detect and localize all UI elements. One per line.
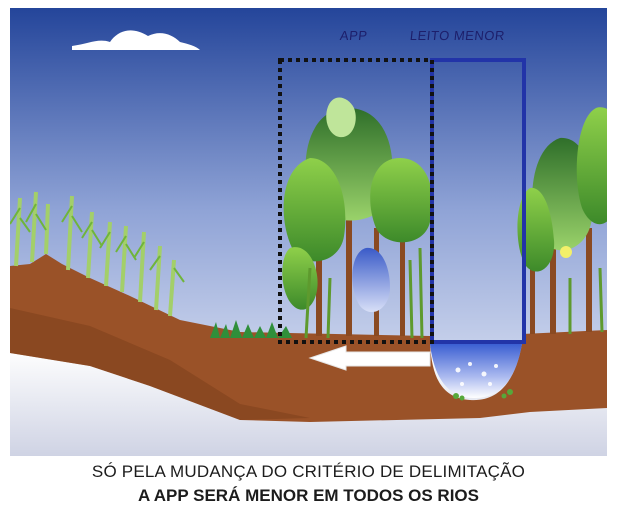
- left-arrow-icon: [308, 345, 431, 371]
- grass-strip: [210, 320, 292, 338]
- soil-shading: [10, 308, 310, 420]
- label-leito-menor: LEITO MENOR: [409, 28, 506, 43]
- caption-line-1: SÓ PELA MUDANÇA DO CRITÉRIO DE DELIMITAÇ…: [91, 462, 526, 481]
- label-app: APP: [339, 28, 369, 43]
- app-boundary-box: [278, 58, 434, 344]
- leito-menor-box: [430, 58, 526, 344]
- riparian-forest: [282, 97, 433, 339]
- diagram-frame: APP LEITO MENOR: [10, 8, 607, 456]
- river-cross-section-illustration: [10, 8, 607, 456]
- riverbed-plants: [453, 389, 513, 401]
- river-fish: [455, 362, 498, 386]
- sugarcane-leaves: [10, 203, 185, 283]
- river-water: [430, 344, 522, 398]
- cloud-icon: [72, 30, 200, 50]
- caption-line-2: A APP SERÁ MENOR EM TODOS OS RIOS: [138, 486, 479, 505]
- right-bank-forest: [517, 107, 607, 334]
